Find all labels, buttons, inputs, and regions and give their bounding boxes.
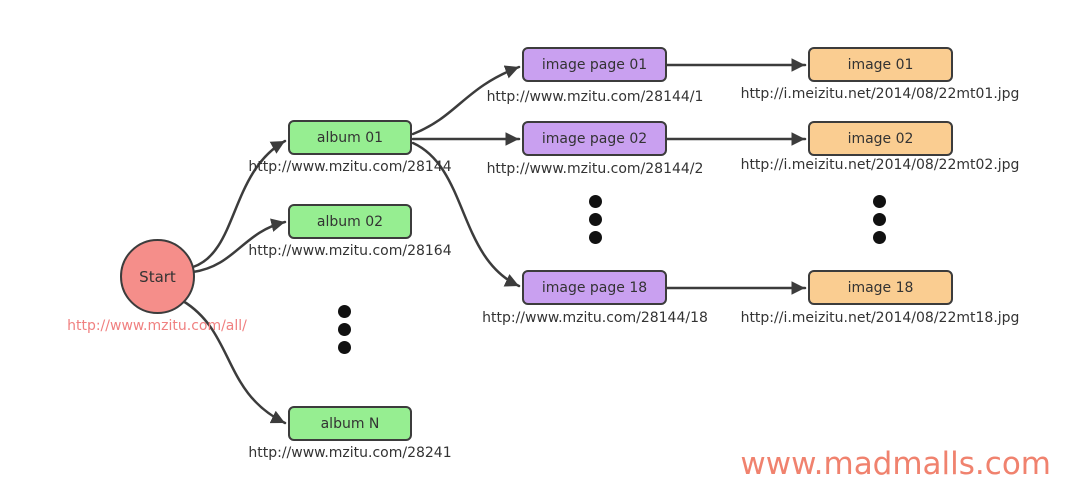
album-n-node: album N [288, 406, 412, 441]
image-18-url-label: http://i.meizitu.net/2014/08/22mt18.jpg [740, 310, 1020, 326]
image-pages-ellipsis-dots-icon [589, 195, 602, 244]
image-page-01-node: image page 01 [522, 47, 667, 82]
images-ellipsis-dots-icon [873, 195, 886, 244]
album-01-node: album 01 [288, 120, 412, 155]
album-02-node: album 02 [288, 204, 412, 239]
image-18-label: image 18 [847, 279, 914, 296]
image-page-02-url-label: http://www.mzitu.com/28144/2 [486, 161, 704, 177]
image-page-18-node: image page 18 [522, 270, 667, 305]
image-page-02-label: image page 02 [541, 130, 648, 147]
image-02-node: image 02 [808, 121, 953, 156]
image-01-url-label: http://i.meizitu.net/2014/08/22mt01.jpg [740, 86, 1020, 102]
album-n-label: album N [320, 415, 380, 432]
album-01-url-label: http://www.mzitu.com/28144 [248, 159, 452, 175]
start-node: Start [120, 239, 195, 314]
image-page-18-label: image page 18 [541, 279, 648, 296]
image-18-node: image 18 [808, 270, 953, 305]
album-02-label: album 02 [316, 213, 384, 230]
album-n-url-label: http://www.mzitu.com/28241 [248, 445, 452, 461]
image-02-url-label: http://i.meizitu.net/2014/08/22mt02.jpg [740, 157, 1020, 173]
image-02-label: image 02 [847, 130, 914, 147]
image-page-01-label: image page 01 [541, 56, 648, 73]
album-02-url-label: http://www.mzitu.com/28164 [248, 243, 452, 259]
image-01-node: image 01 [808, 47, 953, 82]
watermark-text: www.madmalls.com [740, 446, 1051, 482]
image-page-18-url-label: http://www.mzitu.com/28144/18 [482, 310, 708, 326]
image-01-label: image 01 [847, 56, 914, 73]
album-01-label: album 01 [316, 129, 384, 146]
image-page-01-url-label: http://www.mzitu.com/28144/1 [486, 89, 704, 105]
start-node-label: Start [139, 267, 176, 286]
image-page-02-node: image page 02 [522, 121, 667, 156]
albums-ellipsis-dots-icon [338, 305, 351, 354]
start-url-label: http://www.mzitu.com/all/ [67, 318, 247, 334]
